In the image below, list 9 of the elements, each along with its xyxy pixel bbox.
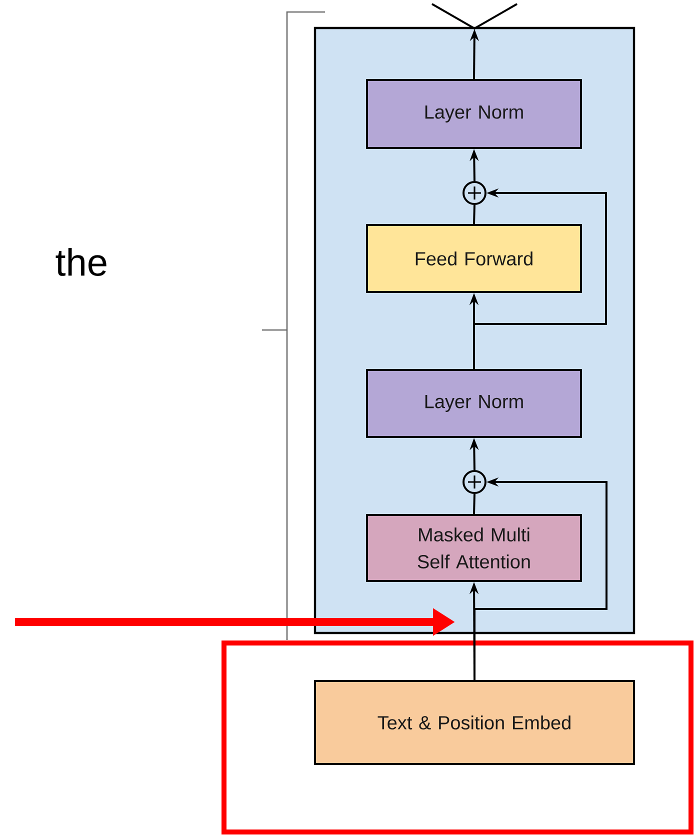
process-box: Layer Norm [366,369,582,438]
process-box: Text & Position Embed [314,680,635,765]
connector-line [473,204,476,224]
process-box: Layer Norm [366,79,582,149]
process-box: Masked Multi Self Attention [366,514,582,582]
text-label: the [56,248,106,276]
process-box: Feed Forward [366,224,582,293]
connector-line [473,494,476,514]
highlight-box [222,640,694,834]
